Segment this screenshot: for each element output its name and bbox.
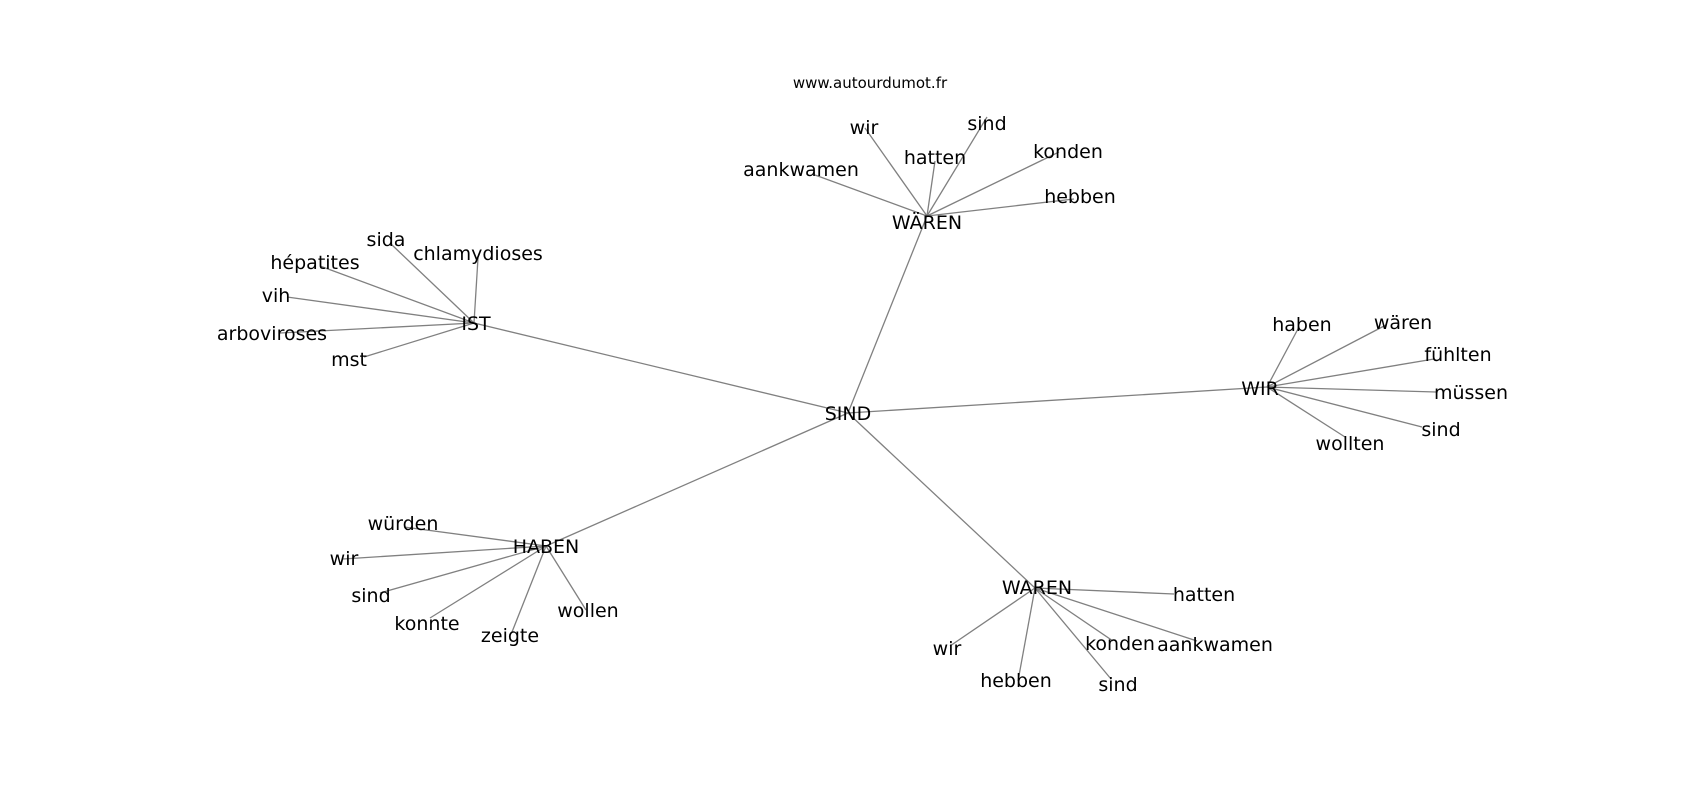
edge-hub-to-leaf bbox=[1266, 324, 1387, 388]
leaf-node-label: fühlten bbox=[1424, 344, 1491, 366]
leaf-node-label: aankwamen bbox=[1157, 634, 1273, 656]
edge-hub-to-leaf bbox=[949, 587, 1036, 647]
edge-hub-to-leaf bbox=[473, 257, 479, 324]
edge-hub-to-leaf bbox=[279, 322, 475, 334]
edge-center-to-hub bbox=[847, 215, 928, 414]
edge-hub-to-leaf bbox=[342, 545, 547, 560]
edge-center-to-hub bbox=[847, 386, 1268, 414]
edge-hub-to-leaf bbox=[286, 296, 475, 324]
edge-hub-to-leaf bbox=[1266, 386, 1437, 393]
leaf-node-label: wären bbox=[1374, 312, 1432, 334]
edge-hub-to-leaf bbox=[1266, 386, 1423, 428]
edge-hub-to-leaf bbox=[319, 265, 475, 324]
leaf-node-label: sind bbox=[351, 585, 390, 607]
leaf-node-label: mst bbox=[331, 349, 367, 371]
edge-center-to-hub bbox=[847, 412, 1036, 589]
edge-hub-to-leaf bbox=[1266, 386, 1346, 438]
edge-hub-to-leaf bbox=[363, 322, 475, 358]
hub-node-label: IST bbox=[461, 313, 491, 335]
edge-hub-to-leaf bbox=[926, 198, 1075, 217]
edge-hub-to-leaf bbox=[926, 151, 1060, 217]
leaf-node-label: vih bbox=[262, 285, 291, 307]
edge-hub-to-leaf bbox=[1034, 587, 1112, 680]
leaf-node-label: wir bbox=[933, 638, 962, 660]
leaf-node-label: konden bbox=[1033, 141, 1103, 163]
leaf-node-label: wollten bbox=[1316, 433, 1385, 455]
graph-edges bbox=[279, 116, 1437, 682]
leaf-node-label: haben bbox=[1272, 314, 1331, 336]
edge-hub-to-leaf bbox=[926, 116, 988, 217]
leaf-node-label: hebben bbox=[1044, 186, 1116, 208]
edge-hub-to-leaf bbox=[1034, 587, 1198, 642]
leaf-node-label: chlamydioses bbox=[413, 243, 543, 265]
edge-hub-to-leaf bbox=[403, 526, 547, 547]
center-node-label: SIND bbox=[825, 403, 872, 425]
leaf-node-label: aankwamen bbox=[743, 159, 859, 181]
leaf-node-label: hatten bbox=[904, 147, 966, 169]
edge-hub-to-leaf bbox=[545, 545, 587, 611]
leaf-node-label: hebben bbox=[980, 670, 1052, 692]
edge-hub-to-leaf bbox=[390, 243, 475, 324]
edge-hub-to-leaf bbox=[1034, 587, 1114, 642]
leaf-node-label: sind bbox=[1421, 419, 1460, 441]
edge-hub-to-leaf bbox=[511, 545, 547, 633]
edge-hub-to-leaf bbox=[1266, 326, 1300, 388]
hub-node-label: HABEN bbox=[513, 536, 580, 558]
hub-node-label: WAREN bbox=[1002, 577, 1072, 599]
watermark-text: www.autourdumot.fr bbox=[793, 74, 948, 92]
leaf-node-label: zeigte bbox=[481, 625, 539, 647]
leaf-node-label: wir bbox=[330, 548, 359, 570]
leaf-node-label: hatten bbox=[1173, 584, 1235, 606]
edge-center-to-hub bbox=[473, 322, 849, 414]
edge-hub-to-leaf bbox=[1017, 587, 1036, 682]
hub-node-label: WIR bbox=[1241, 378, 1279, 400]
edge-hub-to-leaf bbox=[814, 174, 928, 217]
leaf-node-label: arboviroses bbox=[217, 323, 327, 345]
edge-hub-to-leaf bbox=[379, 545, 547, 594]
leaf-node-label: konden bbox=[1085, 633, 1155, 655]
leaf-node-label: sida bbox=[367, 229, 406, 251]
leaf-node-label: würden bbox=[368, 513, 439, 535]
edge-hub-to-leaf bbox=[1034, 587, 1175, 595]
edge-hub-to-leaf bbox=[926, 160, 936, 217]
edge-hub-to-leaf bbox=[864, 127, 928, 217]
edge-center-to-hub bbox=[545, 412, 849, 547]
hub-node-label: WÄREN bbox=[892, 211, 962, 234]
leaf-node-label: wir bbox=[850, 117, 879, 139]
leaf-node-label: wollen bbox=[557, 600, 618, 622]
leaf-node-label: sind bbox=[1098, 674, 1137, 696]
leaf-node-label: konnte bbox=[394, 613, 459, 635]
edge-hub-to-leaf bbox=[1266, 358, 1435, 388]
leaf-node-label: sind bbox=[967, 113, 1006, 135]
leaf-node-label: hépatites bbox=[270, 252, 359, 274]
leaf-node-label: müssen bbox=[1434, 382, 1508, 404]
edge-hub-to-leaf bbox=[429, 545, 547, 619]
